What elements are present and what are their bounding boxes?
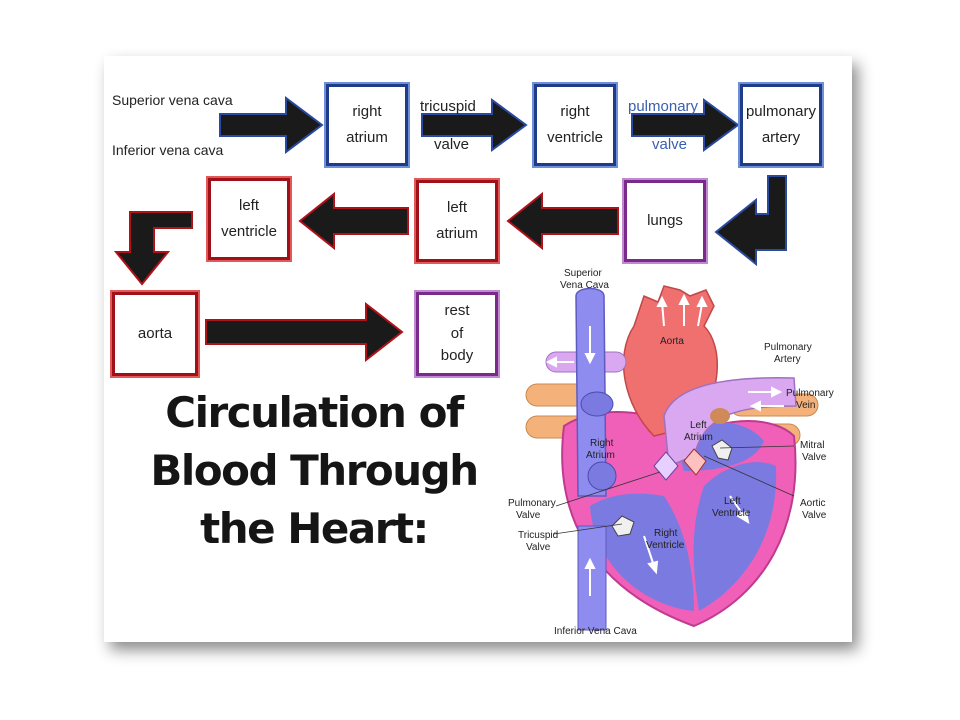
mitral-valve-shape — [711, 439, 733, 461]
superior-vena-cava-label: Superior vena cava — [112, 92, 233, 108]
right-atrium-opening-1 — [580, 391, 614, 417]
label-mitral-valve-1: Mitral — [800, 440, 824, 451]
box-aorta: aorta — [112, 292, 198, 376]
leader-lines — [553, 445, 795, 535]
label-pulmonary-artery-2: Artery — [774, 354, 801, 365]
label-pulmonary-valve-1: Pulmonary — [508, 498, 556, 509]
label-left-atrium-2: Atrium — [684, 432, 713, 443]
tricuspid-valve-label: valve — [434, 136, 470, 153]
right-atrium-opening-2 — [587, 461, 617, 491]
box-pulmonary-artery: pulmonary artery — [740, 84, 822, 166]
left-atrium-opening — [710, 408, 730, 424]
heart-diagram: Superior Vena Cava Aorta Pulmonary Arter… — [508, 268, 834, 636]
inferior-vena-cava-vessel — [577, 525, 607, 631]
box-right-atrium: right atrium — [326, 84, 408, 166]
label-superior-vena-cava-1: Superior — [564, 268, 602, 279]
label-aorta: Aorta — [660, 336, 684, 347]
tricuspid-valve-shape — [611, 515, 635, 537]
box-left-atrium: left atrium — [416, 180, 498, 262]
pulmonary-valve-label: valve — [652, 136, 688, 153]
page-title: Circulation of Blood Through the Heart: — [150, 388, 479, 553]
label-right-ventricle-2: Ventricle — [646, 540, 685, 551]
flow-arrow-pulmonary-artery-to-lungs — [714, 175, 787, 267]
label-pulmonary-vein-2: Vein — [796, 400, 815, 411]
label-left-atrium-1: Left — [690, 420, 707, 431]
box-lungs: lungs — [624, 180, 706, 262]
flow-arrow-left-atrium-to-left-ventricle — [298, 191, 409, 251]
inferior-vena-cava-label: Inferior vena cava — [112, 142, 224, 158]
label-left-ventricle-2: Ventricle — [712, 508, 751, 519]
flow-arrow-lungs-to-left-atrium — [506, 191, 619, 251]
blood-flow-arrows — [545, 293, 784, 596]
label-aortic-valve-1: Aortic — [800, 498, 826, 509]
pulmonary-label: pulmonary — [628, 98, 699, 115]
left-ventricle-chamber — [693, 462, 777, 611]
box-rest-of-body: rest of body — [416, 292, 498, 376]
label-tricuspid-valve-2: Valve — [526, 542, 551, 553]
box-left-ventricle: left ventricle — [208, 178, 290, 260]
aortic-valve-shape — [683, 448, 707, 476]
slide: Superior vena cava Inferior vena cava tr… — [104, 56, 852, 642]
label-mitral-valve-2: Valve — [802, 452, 827, 463]
label-pulmonary-vein-1: Pulmonary — [786, 388, 834, 399]
label-left-ventricle-1: Left — [724, 496, 741, 507]
flow-arrow-aorta-to-rest-of-body — [205, 301, 404, 363]
flow-arrow-right-atrium-to-right-ventricle — [421, 98, 528, 152]
box-right-ventricle: right ventricle — [534, 84, 616, 166]
label-pulmonary-artery-1: Pulmonary — [764, 342, 812, 353]
flow-arrow-left-ventricle-to-aorta — [113, 211, 193, 286]
flow-arrows — [113, 96, 787, 363]
label-right-atrium-2: Atrium — [586, 450, 615, 461]
pulmonary-artery-vessel — [663, 377, 797, 468]
label-pulmonary-valve-2: Valve — [516, 510, 541, 521]
label-right-ventricle-1: Right — [654, 528, 678, 539]
label-right-atrium-1: Right — [590, 438, 614, 449]
label-aortic-valve-2: Valve — [802, 510, 827, 521]
tricuspid-label: tricuspid — [420, 98, 476, 115]
flow-arrow-venae-cavae-to-right-atrium — [219, 96, 324, 154]
flow-arrow-right-ventricle-to-pulmonary-artery — [631, 98, 740, 152]
pulmonary-valve-shape — [653, 451, 679, 481]
label-superior-vena-cava-2: Vena Cava — [560, 280, 609, 291]
label-tricuspid-valve-1: Tricuspid — [518, 530, 558, 541]
label-inferior-vena-cava: Inferior Vena Cava — [554, 626, 637, 636]
